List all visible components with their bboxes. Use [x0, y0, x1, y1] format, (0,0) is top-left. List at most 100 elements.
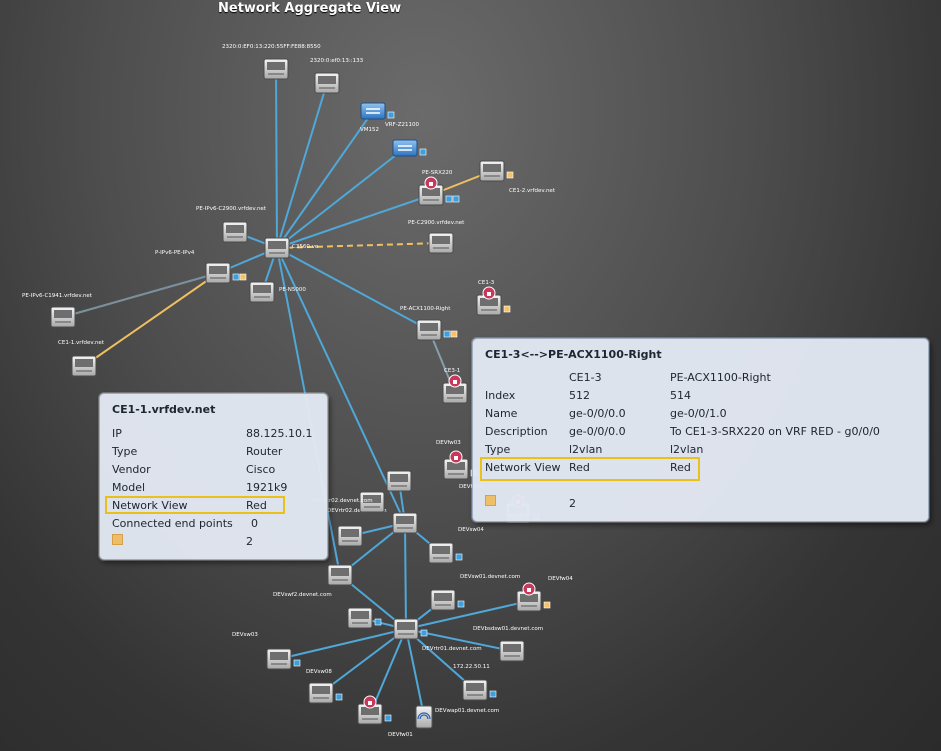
node-info-value: 0 [251, 517, 258, 530]
router-icon [386, 470, 412, 492]
switch-icon [499, 640, 525, 662]
link-col-b-header: PE-ACX1100-Right [670, 371, 771, 384]
node-label: P-IPv6-PE-IPv4 [155, 250, 195, 256]
network-node[interactable]: PE-N5000 [249, 281, 306, 303]
network-node[interactable]: DEVsw04 [428, 527, 484, 564]
node-label: PE-C2900.vrfdev.net [408, 220, 465, 226]
network-link[interactable] [404, 522, 407, 630]
network-node[interactable]: PE-ACX1100-Right [400, 306, 458, 341]
network-node[interactable] [347, 607, 382, 629]
node-label: VRF-Z21100 [385, 122, 419, 128]
network-node[interactable]: DEVrtr01.devnet.com [393, 618, 482, 652]
network-link[interactable] [276, 247, 430, 331]
network-link[interactable] [275, 68, 278, 249]
node-label: DEVsw03 [232, 632, 258, 638]
status-indicator [455, 553, 463, 561]
node-info-value: 1921k9 [246, 481, 288, 494]
network-node[interactable]: DEVfw01 [357, 695, 413, 738]
network-link[interactable] [276, 82, 328, 249]
status-indicator [489, 690, 497, 698]
status-swatch [485, 495, 496, 506]
network-node[interactable]: CE3-1 [442, 368, 468, 404]
node-info-key: Type [112, 445, 138, 458]
network-node[interactable]: CE1-1.vrfdev.net [58, 340, 105, 377]
server-icon [263, 58, 289, 80]
highlighted-link[interactable] [83, 272, 219, 367]
network-node[interactable]: CE1-3 [476, 280, 511, 316]
network-link[interactable] [276, 110, 374, 249]
network-node[interactable]: PE-C2900.vrfdev.net [408, 220, 465, 254]
status-indicator [452, 195, 460, 203]
network-node[interactable]: DEVbsdsw01.devnet.com [473, 626, 543, 662]
switch-icon [430, 589, 456, 611]
router-icon [416, 319, 442, 341]
status-indicator [335, 693, 343, 701]
network-node[interactable]: VM152 [360, 102, 395, 133]
switch-icon [264, 237, 290, 259]
switch-icon [392, 512, 418, 534]
node-label: DEVsw01.devnet.com [460, 574, 520, 580]
node-label: PE-N5000 [279, 287, 306, 293]
network-node[interactable]: DEVrtr02.devnet.com [313, 491, 385, 513]
network-node[interactable]: DEVsw03 [232, 632, 301, 670]
node-label: DEVfw04 [548, 576, 573, 582]
network-node[interactable]: DEVwap01.devnet.com [415, 705, 499, 729]
network-node[interactable]: PE-IPv6-C1941.vrfdev.net [22, 293, 93, 328]
network-node[interactable]: DEVswf2.devnet.com [273, 564, 353, 598]
switch-icon [327, 564, 353, 586]
network-node[interactable]: C3560.ve [264, 237, 319, 259]
network-node[interactable] [430, 589, 456, 611]
node-label: 172.22.50.11 [453, 664, 490, 670]
network-link[interactable] [62, 272, 219, 318]
network-link[interactable] [276, 247, 406, 524]
status-indicator [419, 148, 427, 156]
switch-icon [393, 618, 419, 640]
network-node[interactable]: DEVsw08 [306, 669, 343, 704]
dashed-link[interactable] [276, 242, 442, 249]
network-node[interactable]: VRF-Z21100 [385, 122, 427, 157]
network-node[interactable]: DEVfw04 [516, 576, 573, 612]
status-indicator [506, 171, 514, 179]
node-label: DEVrtr02.devnet.com [327, 508, 387, 514]
link-info-a: l2vlan [569, 443, 603, 456]
node-info-value: Red [246, 499, 267, 512]
network-link[interactable] [405, 600, 530, 630]
network-link[interactable] [405, 628, 425, 717]
status-indicator [543, 601, 551, 609]
network-link[interactable] [278, 628, 407, 660]
node-label: DEVsw04 [458, 527, 484, 533]
switch-icon [308, 682, 334, 704]
network-node[interactable]: PE-IPv6-C2900.vrfdev.net [196, 206, 267, 243]
network-link[interactable] [405, 628, 476, 691]
server-icon [462, 679, 488, 701]
server-icon [314, 72, 340, 94]
node-label: DEVsw08 [306, 669, 332, 675]
link-info-key: Index [485, 389, 516, 402]
network-node[interactable] [337, 525, 363, 547]
network-node[interactable]: PE-SRX220 [418, 170, 460, 206]
network-node[interactable]: 172.22.50.11 [453, 664, 497, 701]
network-node[interactable] [386, 470, 412, 492]
node-info-key: Connected end points [112, 517, 233, 530]
network-node[interactable]: CE1-2.vrfdev.net [479, 160, 556, 194]
network-node[interactable]: 2320:0:EF0:13:220:55FF:FE88:8550 [222, 44, 321, 80]
status-indicator [457, 600, 465, 608]
link-info-b: l2vlan [670, 443, 704, 456]
node-label: DEVfw01 [388, 732, 413, 738]
network-node[interactable]: P-IPv6-PE-IPv4 [155, 250, 247, 284]
status-indicator [450, 330, 458, 338]
network-link[interactable] [320, 628, 407, 694]
link-info-key: Name [485, 407, 518, 420]
network-link[interactable] [276, 194, 432, 249]
firewall-router-icon [442, 374, 468, 404]
network-node[interactable]: 2320:0:ef0:13::133 [310, 58, 364, 94]
link-info-key: Network View [485, 461, 561, 474]
firewall-icon [443, 450, 469, 480]
node-info-key: Model [112, 481, 146, 494]
link-info-a: ge-0/0/0.0 [569, 425, 626, 438]
link-info-a: 512 [569, 389, 590, 402]
network-node[interactable]: DEVfw03 [436, 440, 478, 480]
network-node[interactable]: DEVrtr02.devnet.com [327, 508, 418, 534]
network-link[interactable] [276, 147, 406, 249]
